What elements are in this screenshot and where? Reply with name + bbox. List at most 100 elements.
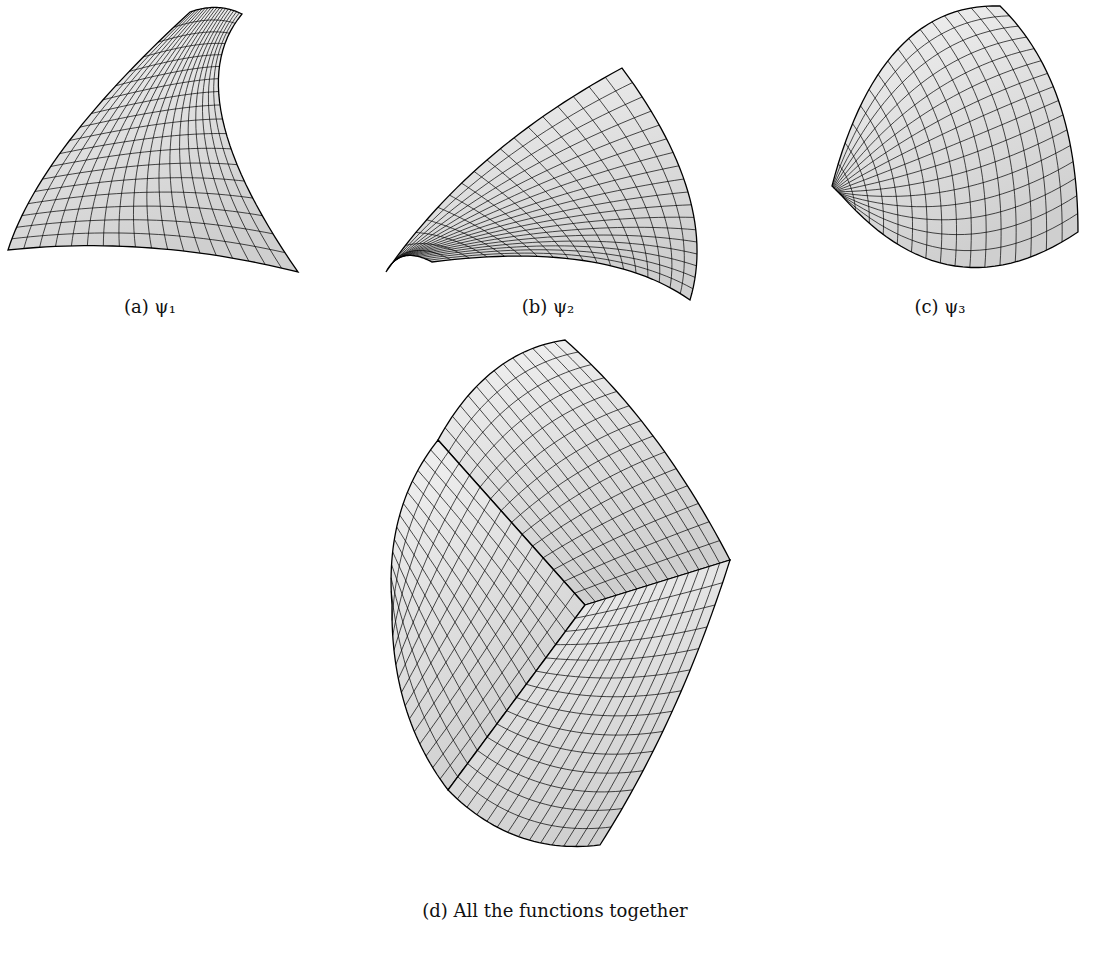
grid-line <box>405 523 511 706</box>
grid-line <box>508 586 647 833</box>
grid-line <box>133 7 214 246</box>
grid-line <box>529 579 667 840</box>
grid-line <box>845 143 869 223</box>
grid-line <box>945 16 1017 262</box>
grid-line <box>397 527 507 711</box>
grid-line <box>467 599 606 808</box>
grid-line <box>392 452 448 621</box>
grid-line <box>403 503 526 684</box>
grid-line <box>837 115 1063 191</box>
grid-line <box>836 87 1053 190</box>
grid-line <box>17 220 273 234</box>
grid-line <box>468 764 623 811</box>
grid-line <box>56 9 200 246</box>
grid-line <box>507 711 663 735</box>
grid-line <box>501 421 641 511</box>
grid-line <box>543 486 687 558</box>
grid-line <box>477 750 632 792</box>
subfigure-caption: (c) ψ₃ <box>914 296 965 317</box>
grid-line <box>605 77 684 293</box>
grid-line <box>564 522 709 582</box>
grid-line <box>576 566 710 846</box>
grid-line <box>920 29 986 267</box>
grid-line <box>119 8 211 247</box>
grid-line <box>427 220 505 257</box>
subfigure-caption: (d) All the functions together <box>422 900 687 921</box>
grid-line <box>408 492 537 671</box>
grid-line <box>958 11 1032 257</box>
grid-line <box>429 253 693 289</box>
grid-line <box>24 11 193 249</box>
grid-line <box>393 125 659 262</box>
grid-line <box>407 205 691 256</box>
grid-line <box>554 503 699 569</box>
grid-line <box>841 195 1077 250</box>
grid-line <box>487 737 643 773</box>
grid-line <box>391 578 467 764</box>
grid-line <box>397 152 673 258</box>
grid-line <box>517 698 673 716</box>
grid-line <box>888 61 942 263</box>
surface-patch <box>386 68 697 300</box>
grid-line <box>470 378 605 476</box>
grid-line <box>491 406 630 499</box>
grid-line <box>394 475 470 650</box>
grid-line <box>40 10 197 247</box>
grid-line <box>412 481 545 658</box>
grid-line <box>869 89 912 252</box>
grid-line <box>487 160 583 261</box>
surface-patch <box>8 7 298 272</box>
grid-line <box>556 627 707 645</box>
grid-line <box>564 570 699 846</box>
grid-line <box>60 134 226 154</box>
grid-line <box>393 552 487 737</box>
grid-line <box>533 348 699 569</box>
grid-line <box>519 583 658 837</box>
grid-line <box>398 499 490 679</box>
grid-line <box>552 573 688 845</box>
grid-line <box>80 105 220 127</box>
grid-line <box>558 106 648 277</box>
grid-line <box>543 345 709 567</box>
grid-line <box>512 436 654 522</box>
grid-line <box>51 148 231 166</box>
grid-line <box>392 565 478 751</box>
surface-combined <box>448 560 730 847</box>
grid-line <box>214 13 282 268</box>
subfigure-caption: (a) ψ₁ <box>124 296 176 317</box>
grid-line <box>853 124 884 235</box>
grid-line <box>396 487 480 665</box>
grid-line <box>840 178 1075 219</box>
grid-line <box>573 96 660 282</box>
grid-line <box>129 55 221 72</box>
grid-line <box>523 353 689 573</box>
grid-line <box>400 515 517 697</box>
surface-psi3 <box>832 6 1078 268</box>
grid-line <box>409 534 522 719</box>
grid-line <box>147 8 217 249</box>
grid-line <box>477 595 616 814</box>
grid-line <box>533 469 677 546</box>
grid-line <box>458 777 611 829</box>
grid-line <box>898 49 957 266</box>
grid-line <box>103 79 218 100</box>
grid-line <box>91 92 218 114</box>
grid-line <box>449 352 579 452</box>
grid-line <box>589 87 672 288</box>
subfigure-caption: (b) ψ₂ <box>522 296 575 317</box>
grid-line <box>833 16 1010 187</box>
grid-line <box>554 342 720 563</box>
grid-line <box>188 9 228 255</box>
grid-line <box>588 563 720 846</box>
grid-line <box>839 162 1073 207</box>
grid-line <box>70 119 223 141</box>
grid-line <box>835 61 1041 189</box>
grid-line <box>196 10 233 258</box>
grid-line <box>541 576 679 843</box>
grid-line <box>513 358 678 576</box>
surface-psi1 <box>8 7 298 272</box>
grid-line <box>401 511 501 693</box>
grid-line <box>391 591 458 777</box>
grid-line <box>841 195 1077 235</box>
